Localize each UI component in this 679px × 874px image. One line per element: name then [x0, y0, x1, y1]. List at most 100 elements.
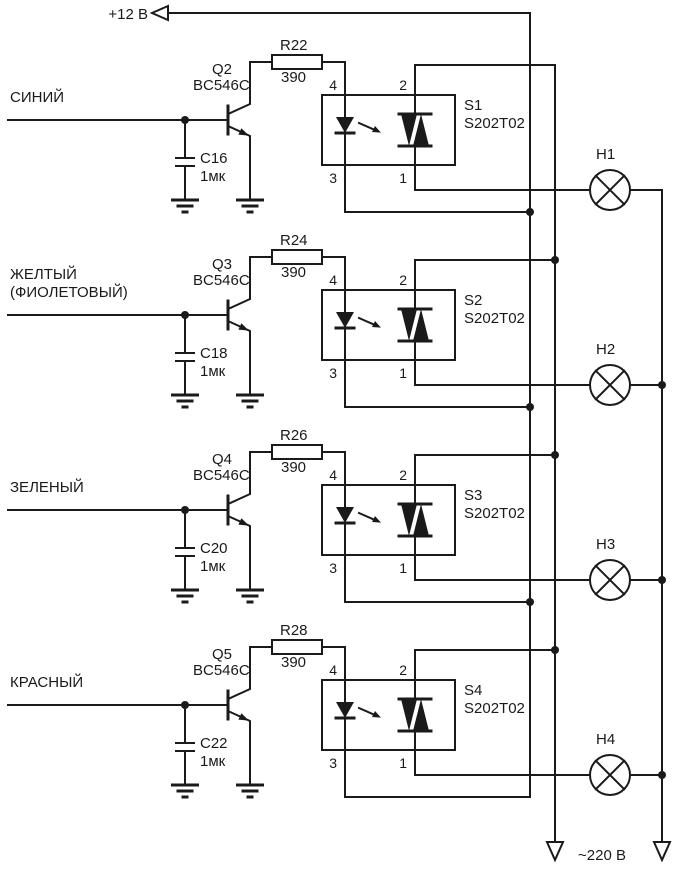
lamp-cross-icon — [594, 759, 626, 791]
ground-symbol — [171, 393, 264, 409]
pin-label-3: 3 — [329, 365, 337, 381]
power-12v-arrow-icon — [149, 4, 169, 22]
triac-bars — [397, 502, 433, 538]
led-symbol — [336, 117, 354, 133]
opto-coupling-arrow-icon — [372, 711, 381, 718]
led-symbol — [336, 702, 354, 718]
triac-bars — [397, 697, 433, 733]
power-220v-label: ~220 В — [578, 847, 626, 864]
transistor-ref: Q5 — [212, 646, 232, 663]
power-220v-right-arrow-icon — [652, 841, 672, 863]
triac-bars — [397, 307, 433, 343]
triac-triangle-icon — [401, 309, 417, 341]
relay-ref: S3 — [464, 487, 482, 504]
optocoupler-box — [321, 484, 456, 556]
opto-coupling-arrow-icon — [372, 516, 381, 523]
input-label-line1: ЖЕЛТЫЙ — [10, 265, 77, 283]
pin-label-1: 1 — [399, 170, 407, 186]
emitter-arrow-icon — [238, 518, 249, 526]
lamp-cross-icon — [594, 174, 626, 206]
capacitor-ref: C22 — [200, 735, 228, 752]
resistor-symbol — [271, 639, 323, 655]
power-rails: +12 В ~220 В — [108, 4, 672, 864]
lamp-cross-icon — [594, 564, 626, 596]
junction-dots — [526, 208, 666, 779]
channel-2: ЖЕЛТЫЙ (ФИОЛЕТОВЫЙ) Q3 BC546C C18 1мк R2… — [7, 232, 663, 409]
ground-symbol — [171, 783, 264, 799]
input-label-line2: (ФИОЛЕТОВЫЙ) — [10, 283, 128, 301]
resistor-ref: R28 — [280, 622, 308, 639]
lamp-symbol — [589, 364, 631, 406]
resistor-value: 390 — [281, 264, 306, 281]
lamp-cross-icon — [594, 369, 626, 401]
triac-triangle-icon — [401, 699, 417, 731]
resistor-ref: R24 — [280, 232, 308, 249]
triac-triangle-icon — [413, 699, 429, 731]
triac-triangle-icon — [401, 114, 417, 146]
capacitor-ref: C20 — [200, 540, 228, 557]
emitter-arrow-icon — [238, 128, 249, 136]
capacitor-value: 1мк — [200, 558, 226, 575]
resistor-value: 390 — [281, 69, 306, 86]
capacitor-value: 1мк — [200, 753, 226, 770]
input-label-line2: СИНИЙ — [10, 88, 64, 106]
resistor-ref: R22 — [280, 37, 308, 54]
triac-triangle-icon — [401, 504, 417, 536]
ground-symbol — [171, 198, 264, 214]
junction-dot — [181, 311, 189, 319]
lamp-symbol — [589, 559, 631, 601]
input-label-line2: КРАСНЫЙ — [10, 673, 83, 691]
power-220v-left-arrow-icon — [545, 841, 565, 863]
junction-dot — [181, 506, 189, 514]
resistor-symbol — [271, 54, 323, 70]
pin-label-2: 2 — [399, 77, 407, 93]
bus-12v-wire — [167, 12, 531, 798]
triac-triangle-icon — [413, 504, 429, 536]
pin-label-4: 4 — [329, 77, 337, 93]
capacitor-value: 1мк — [200, 363, 226, 380]
pin-label-1: 1 — [399, 755, 407, 771]
lamp-ref: H3 — [596, 536, 615, 553]
transistor-type: BC546C — [193, 467, 250, 484]
transistor-type: BC546C — [193, 272, 250, 289]
lamp-ref: H1 — [596, 146, 615, 163]
power-12v-label: +12 В — [108, 6, 148, 23]
triac-bars — [397, 112, 433, 148]
resistor-ref: R26 — [280, 427, 308, 444]
pin-label-1: 1 — [399, 365, 407, 381]
resistor-symbol — [271, 249, 323, 265]
capacitor-value: 1мк — [200, 168, 226, 185]
pin-label-3: 3 — [329, 755, 337, 771]
emitter-arrow-icon — [238, 713, 249, 721]
transistor-ref: Q2 — [212, 61, 232, 78]
optocoupler-box — [321, 94, 456, 166]
pin-label-2: 2 — [399, 467, 407, 483]
channel-3: ЗЕЛЕНЫЙ Q4 BC546C C20 1мк R26 390 S3 S20… — [7, 427, 663, 604]
triac-triangle-icon — [413, 114, 429, 146]
ground-symbol — [171, 588, 264, 604]
lamp-symbol — [589, 169, 631, 211]
optocoupler-box — [321, 679, 456, 751]
relay-type: S202T02 — [464, 310, 525, 327]
lamp-ref: H2 — [596, 341, 615, 358]
junction-dot — [181, 116, 189, 124]
capacitor-ref: C18 — [200, 345, 228, 362]
transistor-ref: Q3 — [212, 256, 232, 273]
channel-wires — [7, 451, 663, 603]
relay-ref: S1 — [464, 97, 482, 114]
pin-label-2: 2 — [399, 662, 407, 678]
relay-type: S202T02 — [464, 700, 525, 717]
led-symbol — [336, 507, 354, 523]
lamp-ref: H4 — [596, 731, 615, 748]
capacitor-ref: C16 — [200, 150, 228, 167]
pin-label-1: 1 — [399, 560, 407, 576]
optocoupler-box — [321, 289, 456, 361]
channel-wires — [7, 256, 663, 408]
resistor-value: 390 — [281, 654, 306, 671]
transistor-ref: Q4 — [212, 451, 232, 468]
channel-1: СИНИЙ Q2 BC546C C16 1мк R22 390 S1 S202T… — [7, 37, 663, 214]
relay-type: S202T02 — [464, 115, 525, 132]
relay-type: S202T02 — [464, 505, 525, 522]
